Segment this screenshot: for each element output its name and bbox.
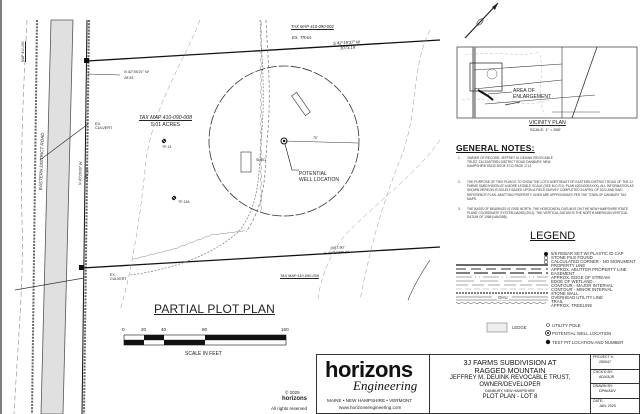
project-info: 3J FARMS SUBDIVISION AT RAGGED MOUNTAIN … xyxy=(430,355,591,413)
scale-bar xyxy=(123,334,287,346)
legend-item: OVERHEAD UTILITY LINE xyxy=(551,295,603,300)
map-left-label: MAP 410-090 xyxy=(21,41,25,62)
scale-tick: 40 xyxy=(161,327,167,332)
project-line-1: 3J FARMS SUBDIVISION AT xyxy=(463,358,557,367)
calculated-corner-icon xyxy=(543,259,549,265)
project-line-2: RAGGED MOUNTAIN xyxy=(474,366,546,375)
ex-trail-label: EX. TRAIL xyxy=(292,35,312,40)
legend-item: CONTOUR - MINOR INTERVAL xyxy=(551,287,613,292)
area-enlargement-label-2: ENLARGEMENT xyxy=(513,94,552,100)
test-pit-legend-label: TEST PIT LOCATION AND NUMBER xyxy=(552,340,624,345)
well-legend-icon xyxy=(545,330,551,336)
owner-line-2: OWNER/DEVELOPER xyxy=(479,382,541,388)
copyright-rights: All rights reserved xyxy=(271,406,308,411)
ex-culvert-bottom-label: EX. CULVERT xyxy=(110,273,127,281)
project-location: DANBURY, NEW HAMPSHIRE xyxy=(485,389,535,393)
copyright-year: © 2025 xyxy=(285,390,300,395)
ledge-label: LEDGE xyxy=(512,325,527,330)
title-block: horizons Engineering MAINE • NEW HAMPSHI… xyxy=(316,354,640,414)
legend-item: EDGE OF WETLAND xyxy=(551,279,593,284)
test-pit-icon xyxy=(170,194,178,202)
scale-tick: 0 xyxy=(122,327,125,332)
legend-item: CONTOUR - MAJOR INTERVAL xyxy=(551,283,614,288)
radius-label: 75' xyxy=(313,136,318,140)
well-legend-label: POTENTIAL WELL LOCATION xyxy=(552,331,612,336)
rebar-icon xyxy=(544,252,548,256)
legend-item: APPROX. EDGE OF STREAM xyxy=(551,275,610,280)
general-notes-title: GENERAL NOTES: xyxy=(456,143,535,153)
legend-title: LEGEND xyxy=(530,230,576,242)
scale-label: SCALE IN FEET xyxy=(185,351,222,357)
ohu-tag: OHU xyxy=(497,295,509,300)
legend-item: TRAIL xyxy=(551,299,564,304)
tax-map-south-label: TAX MAP 410-090-009 xyxy=(280,274,319,278)
distance-west-label: 28.81' xyxy=(124,76,135,80)
copyright-logo: horizons xyxy=(282,396,307,402)
legend-item: STONE WALL xyxy=(551,291,579,296)
plan-title: PARTIAL PLOT PLAN xyxy=(154,302,276,316)
shed xyxy=(240,151,252,173)
utility-pole-label: UTILITY POLE xyxy=(552,323,581,328)
lot-area-label: 5.01 ACRES xyxy=(151,122,181,128)
test-pit-13-label: TP-13 xyxy=(162,145,172,149)
company-website[interactable]: www.horizonsengineering.com xyxy=(339,405,402,410)
test-pit-13a-label: TP-13A xyxy=(178,200,190,204)
tax-map-north-label: TAX MAP 410-090-002 xyxy=(291,24,334,29)
utility-pole-icon xyxy=(546,323,550,327)
legend-item: EASEMENT xyxy=(551,271,575,276)
eastern-district-road xyxy=(40,19,74,414)
legend-item: APPROX. ABUTTER PROPERTY LINE xyxy=(551,267,627,272)
legend-item: STONE PILE FOUND xyxy=(551,255,593,260)
company-logo: horizons Engineering MAINE • NEW HAMPSHI… xyxy=(317,355,430,413)
scale-tick: 20 xyxy=(141,327,147,332)
drawn-by-field: DRAWN BY: DPW/ADV xyxy=(591,384,639,399)
scale-tick: 160 xyxy=(281,327,289,332)
shed-label: SHED xyxy=(256,158,266,162)
company-states: MAINE • NEW HAMPSHIRE • VERMONT xyxy=(327,398,413,403)
legend-item: APPROX. TREELINE xyxy=(551,303,593,308)
vicinity-scale: SCALE: 1" = 500' xyxy=(530,127,561,132)
bearing-west-label: N 42°59'21" W xyxy=(124,70,149,74)
bearing-road-label: N 40°25'09" W xyxy=(78,161,83,186)
test-pit-icon xyxy=(160,137,168,145)
note-3: 3. THE BASIS OF BEARINGS IS GRID NORTH. … xyxy=(458,207,628,220)
legend-linestyles xyxy=(455,252,551,345)
scale-tick: 80 xyxy=(202,327,208,332)
ledge-symbol xyxy=(486,322,508,333)
tax-map-lot-label: TAX MAP 410-090-008 xyxy=(139,115,193,121)
distance-north-label: 1073.19' xyxy=(339,44,357,51)
project-number-field: PROJECT #: 250047 xyxy=(591,355,639,370)
vicinity-title: VICINITY PLAN xyxy=(529,120,566,126)
project-fields: PROJECT #: 250047 CHCK'D BY: ADV/AJR DRA… xyxy=(591,355,639,413)
legend-item: CALCULATED CORNER - NO MONUMENT xyxy=(551,259,636,264)
area-enlargement-label-1: AREA OF xyxy=(513,88,535,94)
legend-item: 5/8 REBAR SET W/ PLASTIC ID CAP xyxy=(551,251,624,256)
company-name: horizons xyxy=(325,357,413,382)
note-2: 2. THE PURPOSE OF THIS PLAN IS TO SHOW T… xyxy=(458,180,634,201)
checked-by-field: CHCK'D BY: ADV/AJR xyxy=(591,370,639,384)
owner-line-1: JEFFREY M. DEUINK REVOCABLE TRUST, xyxy=(449,375,571,381)
company-subtitle: Engineering xyxy=(353,378,418,393)
legend-item: PROPERTY LINE xyxy=(551,263,586,268)
distance-road-label: 176.19' xyxy=(85,168,90,181)
stone-pile-icon xyxy=(543,255,549,261)
vicinity-map xyxy=(456,2,638,119)
potential-well-label-1: POTENTIAL xyxy=(299,171,327,177)
date-field: DATE: JAN. 2025 xyxy=(593,398,616,408)
note-1: 1. OWNER OF RECORD: JEFFREY M. DEUINK RE… xyxy=(458,156,553,169)
potential-well-label-2: WELL LOCATION xyxy=(299,177,340,183)
sheet-title: PLOT PLAN - LOT 8 xyxy=(482,394,538,400)
ex-culvert-top-label: EX. CULVERT xyxy=(95,122,113,131)
test-pit-legend-icon xyxy=(545,339,551,345)
well-icon xyxy=(280,137,288,145)
